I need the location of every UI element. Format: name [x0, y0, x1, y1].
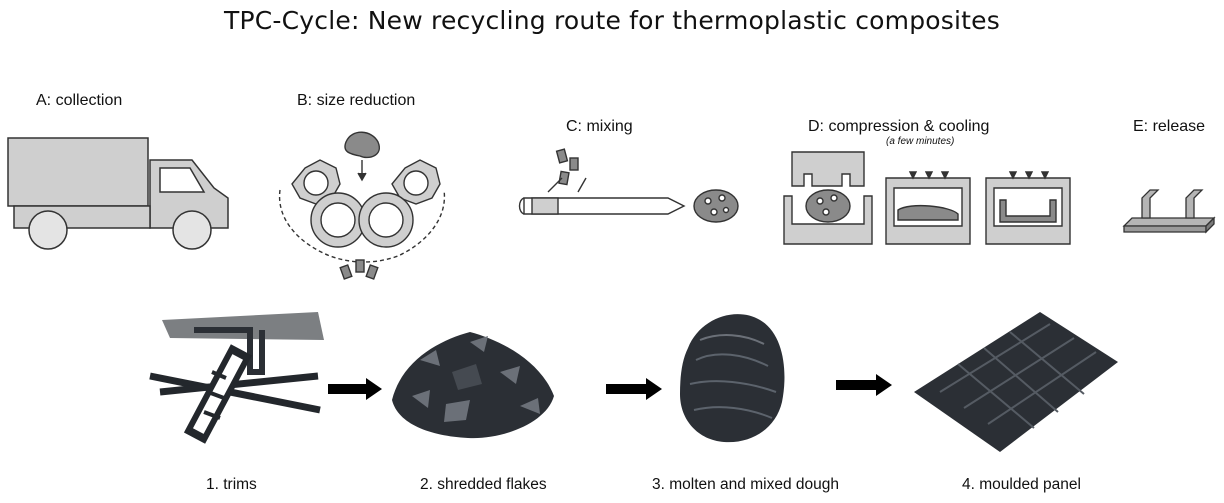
truck-icon	[7, 137, 229, 250]
step-e-label: E: release	[1133, 118, 1206, 135]
flakes-image	[392, 332, 554, 439]
right-arrow-icon	[836, 374, 892, 396]
extruder-icon	[518, 148, 739, 223]
right-arrow-icon	[328, 378, 382, 400]
right-arrow-icon	[606, 378, 662, 400]
caption-dough: 3. molten and mixed dough	[652, 476, 839, 493]
caption-trims: 1. trims	[206, 476, 257, 493]
step-c-label: C: mixing	[566, 118, 633, 135]
trims-image	[149, 312, 324, 444]
shredder-icon	[278, 131, 446, 280]
step-d-note: (a few minutes)	[886, 136, 955, 147]
panel-image	[914, 312, 1118, 452]
press-mould-icon	[783, 151, 1071, 245]
caption-shredded-flakes: 2. shredded flakes	[420, 476, 547, 493]
diagram-title: TPC-Cycle: New recycling route for therm…	[224, 6, 1000, 35]
caption-moulded-panel: 4. moulded panel	[962, 476, 1081, 493]
step-a-label: A: collection	[36, 92, 123, 109]
dough-image	[680, 314, 785, 443]
step-b-label: B: size reduction	[297, 92, 416, 109]
step-d-label: D: compression & cooling	[808, 118, 990, 135]
released-part-icon	[1122, 189, 1216, 234]
